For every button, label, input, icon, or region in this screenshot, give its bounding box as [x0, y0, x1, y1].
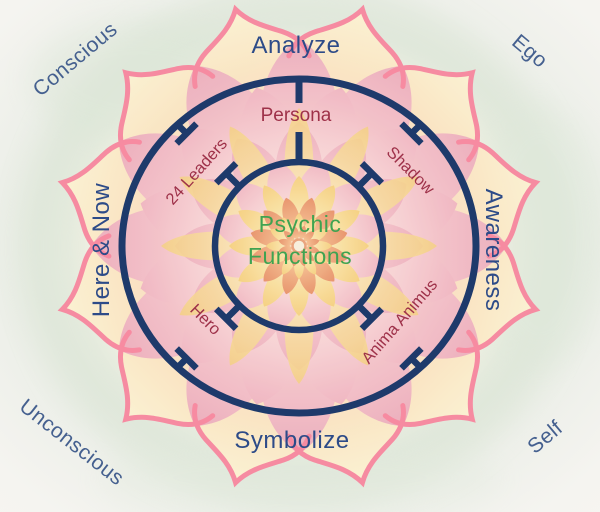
process-label-analyze: Analyze	[252, 32, 341, 59]
divider-ne	[356, 121, 424, 189]
outer-circle	[118, 75, 480, 417]
process-label-awareness: Awareness	[480, 189, 507, 312]
mandala-center-dot	[291, 238, 307, 254]
function-label-persona: Persona	[261, 105, 332, 126]
divider-se	[356, 303, 424, 371]
divider-sw	[174, 303, 242, 371]
process-label-here-and-now: Here & Now	[88, 183, 115, 318]
center-label-line2: Functions	[248, 243, 352, 269]
center-label-line1: Psychic	[259, 211, 342, 237]
divider-nw	[174, 121, 242, 189]
lotus-mandala-art	[47, 0, 551, 498]
diagram-rings	[118, 75, 480, 417]
process-label-symbolize: Symbolize	[234, 427, 349, 454]
